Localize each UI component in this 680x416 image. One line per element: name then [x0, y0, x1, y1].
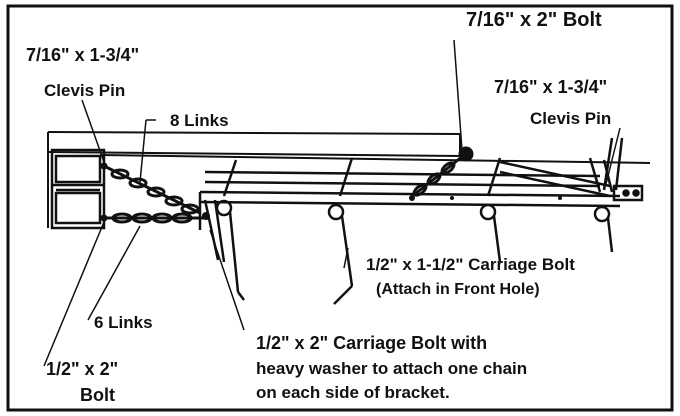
frame-border — [6, 4, 674, 412]
carriage-bracket-line1: 1/2" x 2" Carriage Bolt with — [256, 333, 488, 353]
bolt-top-word: Bolt — [562, 9, 602, 31]
bolt-top-label: 7/16" x 2" Bolt — [466, 10, 602, 30]
clevis-right-word: Clevis Pin — [530, 109, 612, 128]
carriage-bracket-line2: heavy washer to attach one chain — [256, 359, 528, 378]
clevis-left-word: Clevis Pin — [44, 81, 126, 100]
fastener-points — [100, 162, 562, 222]
six-links-label: 6 Links — [94, 313, 153, 332]
clevis-left-size: 7/16" x 1-3/4" — [26, 45, 140, 65]
clevis-right-size: 7/16" x 1-3/4" — [494, 77, 608, 97]
lower-chain — [104, 212, 205, 224]
bolt-bottom-size: 1/2" x 2" — [46, 359, 119, 379]
carriage-front-line1: 1/2" x 1-1/2" Carriage Bolt — [366, 255, 575, 274]
left-bracket — [50, 148, 106, 230]
carriage-bracket-line3: on each side of bracket. — [256, 383, 450, 402]
leader-lines — [43, 39, 621, 367]
upper-chain — [103, 164, 201, 215]
eight-links-label: 8 Links — [170, 111, 229, 130]
carriage-front-line2: (Attach in Front Hole) — [376, 281, 540, 298]
bolt-top-size: 7/16" x 2" — [466, 9, 558, 31]
harrow-frame — [198, 137, 644, 263]
bolt-bottom-word: Bolt — [80, 385, 115, 405]
